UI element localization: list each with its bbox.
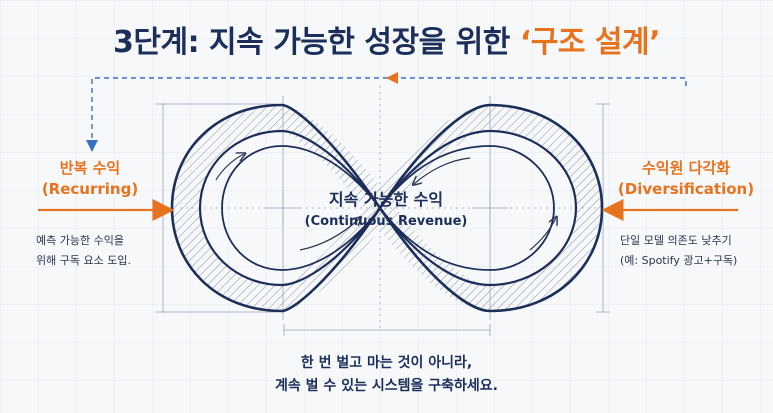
diversification-desc-line2: (예: Spotify 광고+구독) (620, 254, 738, 267)
center-label: 지속 가능한 수익 (328, 190, 444, 209)
recurring-description: 예측 가능한 수익을 위해 구독 요소 도입. (36, 231, 131, 271)
bottom-caption: 한 번 벌고 마는 것이 아니라, 계속 벌 수 있는 시스템을 구축하세요. (0, 352, 773, 398)
loop-direction-arrow-icon (386, 72, 398, 84)
dashed-return-arrow-icon (91, 77, 687, 138)
diversification-desc-line1: 단일 모델 의존도 낮추기 (620, 234, 732, 247)
title-main: 3단계: 지속 가능한 성장을 위한 (113, 25, 520, 60)
infinity-loop-icon (170, 103, 604, 313)
page-title: 3단계: 지속 가능한 성장을 위한 ‘구조 설계’ (0, 17, 773, 61)
bottom-caption-line2: 계속 벌 수 있는 시스템을 구축하세요. (275, 378, 498, 394)
recurring-desc-line2: 위해 구독 요소 도입. (36, 254, 131, 267)
diversification-title-ko: 수익원 다각화 (641, 159, 731, 177)
recurring-desc-line1: 예측 가능한 수익을 (36, 234, 124, 247)
title-accent: ‘구조 설계’ (519, 25, 661, 60)
center-sublabel: (Continuous Revenue) (304, 214, 468, 229)
diversification-title-en: (Diversification) (617, 180, 755, 198)
recurring-title-ko: 반복 수익 (59, 159, 121, 177)
recurring-title-en: (Recurring) (41, 180, 139, 198)
bottom-caption-line1: 한 번 벌고 마는 것이 아니라, (300, 355, 473, 371)
recurring-heading: 반복 수익 (Recurring) (20, 158, 160, 200)
diversification-description: 단일 모델 의존도 낮추기 (예: Spotify 광고+구독) (620, 231, 737, 271)
arrow-down-icon (86, 140, 98, 152)
diversification-heading: 수익원 다각화 (Diversification) (616, 158, 756, 200)
